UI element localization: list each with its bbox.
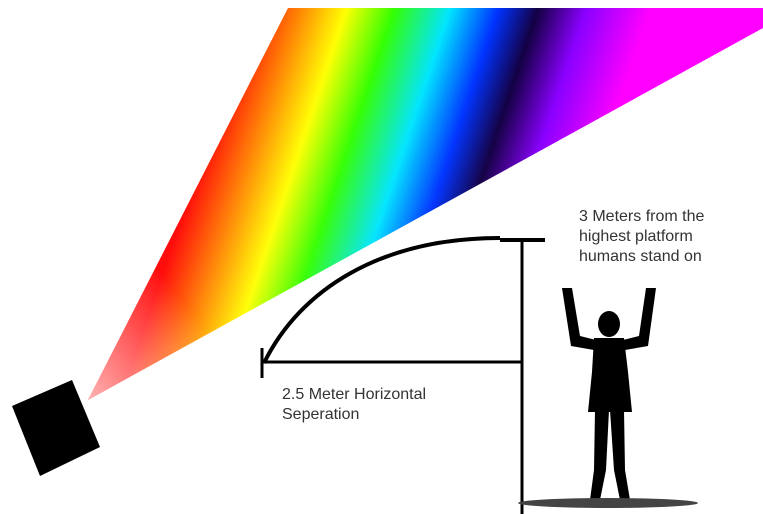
trajectory-arc: [262, 236, 501, 364]
horizontal-annotation: 2.5 Meter Horizontal Seperation: [282, 385, 426, 425]
height-annotation-line-1: 3 Meters from the: [579, 208, 705, 225]
height-annotation-line-3: humans stand on: [579, 248, 702, 265]
horizontal-annotation-line-1: 2.5 Meter Horizontal: [282, 386, 427, 403]
projector-box-icon: [12, 380, 100, 476]
horizontal-annotation-line-2: Seperation: [282, 406, 360, 423]
rainbow-beam-fade: [88, 8, 763, 400]
height-annotation-line-2: highest platform: [579, 228, 693, 245]
human-silhouette-icon: [518, 288, 698, 508]
height-annotation: 3 Meters from the highest platform human…: [579, 207, 704, 267]
